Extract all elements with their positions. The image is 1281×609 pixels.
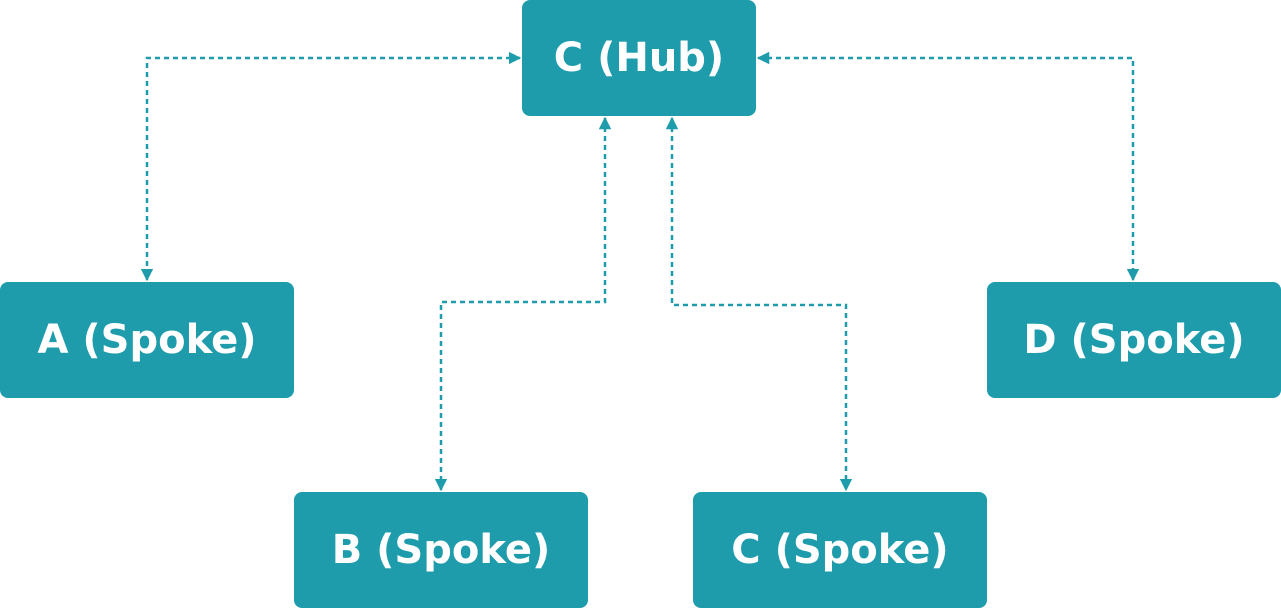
connector-hub-c [665, 116, 853, 492]
connector-hub-a [140, 51, 522, 282]
spoke-node-a: A (Spoke) [0, 282, 294, 398]
spoke-node-a-label: A (Spoke) [37, 317, 257, 363]
spoke-node-d-label: D (Spoke) [1023, 317, 1245, 363]
hub-node: C (Hub) [522, 0, 756, 116]
connector-hub-d [756, 51, 1140, 282]
spoke-node-c-label: C (Spoke) [731, 527, 949, 573]
spoke-node-b: B (Spoke) [294, 492, 588, 608]
spoke-node-d: D (Spoke) [987, 282, 1281, 398]
spoke-node-b-label: B (Spoke) [331, 527, 551, 573]
spoke-node-c: C (Spoke) [693, 492, 987, 608]
hub-node-label: C (Hub) [553, 35, 725, 81]
connector-hub-b [434, 116, 612, 492]
